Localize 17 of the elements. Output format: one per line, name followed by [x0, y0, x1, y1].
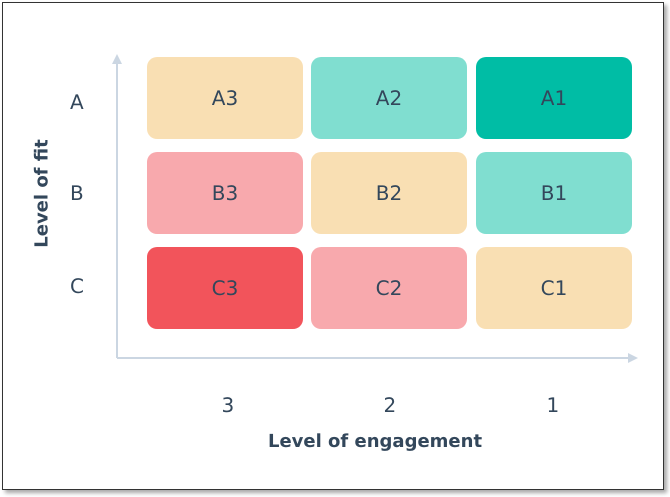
matrix-cell: A3 [147, 57, 303, 139]
column-label: 3 [222, 393, 234, 417]
row-label: A [70, 90, 84, 114]
row-label: C [70, 274, 84, 298]
matrix-cell: C2 [311, 247, 467, 329]
matrix-cell: B2 [311, 152, 467, 234]
matrix-cell: B3 [147, 152, 303, 234]
column-label: 1 [546, 393, 560, 417]
matrix-cell: B1 [476, 152, 632, 234]
matrix-cell: A2 [311, 57, 467, 139]
matrix-cell: C1 [476, 247, 632, 329]
matrix-cell: A1 [476, 57, 632, 139]
matrix-cell: C3 [147, 247, 303, 329]
axis-title: Level of engagement [268, 430, 482, 452]
axis-title: Level of fit [32, 138, 53, 248]
column-label: 2 [384, 393, 396, 417]
row-label: B [70, 181, 84, 205]
